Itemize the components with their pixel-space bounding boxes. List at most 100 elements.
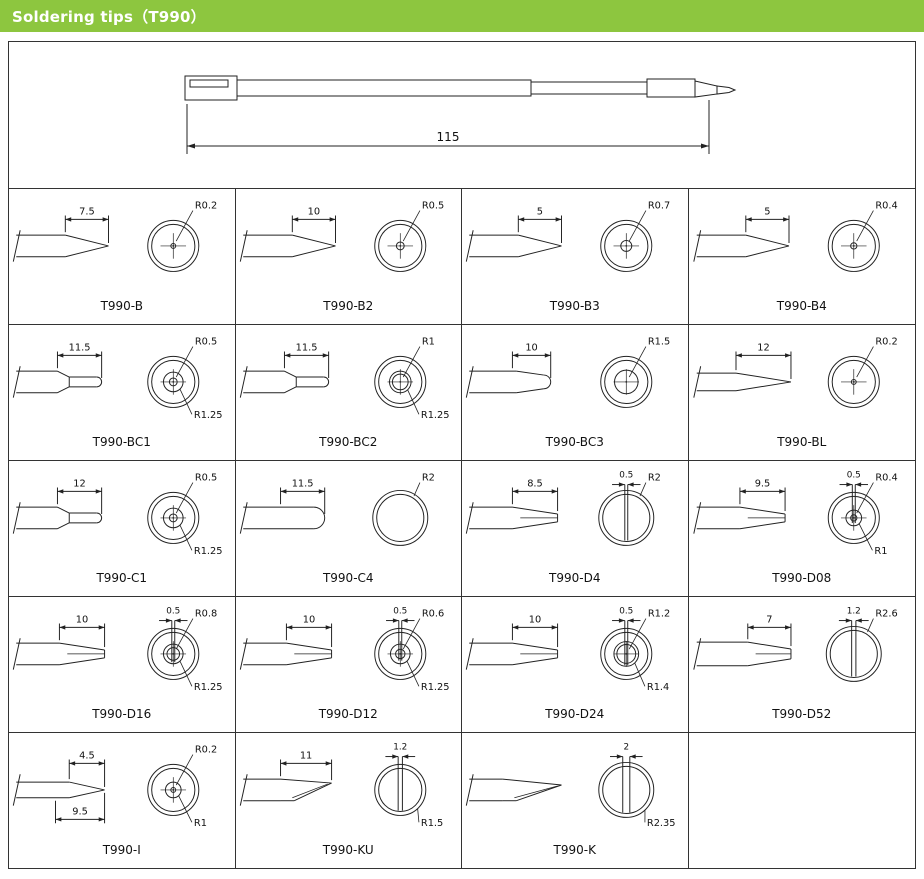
overview-section: 115 — [9, 42, 915, 188]
radius-label-tr: R0.4 — [875, 473, 897, 484]
tip-drawing: 11.5 R0.5R1.25 — [12, 337, 223, 421]
radius-label-tr: R0.8 — [195, 609, 217, 620]
radius-label-br: R1 — [194, 818, 207, 829]
tip-name: T990-BC1 — [92, 435, 151, 449]
width-dim-text: 0.5 — [166, 607, 180, 617]
side-dim-text: 11.5 — [291, 479, 313, 490]
radius-label-br: R1.5 — [420, 818, 442, 829]
page-title: Soldering tips（T990） — [12, 7, 206, 26]
tip-drawing: 12 R0.2 — [692, 337, 897, 408]
tip-drawing: 5 R0.4 — [692, 201, 897, 272]
empty-cell — [688, 732, 915, 868]
tip-name: T990-D08 — [772, 571, 832, 585]
side-dim2-text: 9.5 — [72, 806, 88, 817]
tip-drawing: 11.5 R2 — [239, 473, 434, 546]
tip-drawing: 10 0.5 R1.2R1.4 — [465, 607, 670, 693]
radius-label-tr: R1 — [421, 337, 434, 348]
radius-label-br: R2.35 — [647, 818, 676, 829]
iron-outline — [184, 75, 737, 101]
tip-name: T990-K — [553, 843, 596, 857]
side-dim-text: 10 — [76, 615, 88, 626]
tip-drawing: 2R2.35 — [465, 743, 676, 829]
page-header: Soldering tips（T990） — [0, 0, 924, 32]
radius-label-tr: R0.2 — [195, 745, 217, 756]
side-dim-text: 10 — [529, 615, 541, 626]
side-dim-text: 4.5 — [79, 751, 95, 762]
width-dim-text: 0.5 — [393, 607, 407, 617]
radius-label-tr: R2 — [648, 473, 661, 484]
radius-label-br: R1.25 — [194, 546, 223, 557]
tip-name: T990-BC2 — [319, 435, 378, 449]
tip-name: T990-D52 — [772, 707, 832, 721]
tip-drawing: 11 1.2R1.5 — [239, 743, 443, 829]
radius-label-tr: R0.2 — [875, 337, 897, 348]
width-dim-text: 0.5 — [619, 607, 633, 617]
radius-label-br: R1.25 — [420, 410, 449, 421]
side-dim-text: 9.5 — [754, 479, 770, 490]
tip-drawing: 12 R0.5R1.25 — [12, 473, 223, 557]
radius-label-br: R1.25 — [194, 682, 223, 693]
side-dim-text: 11.5 — [69, 343, 91, 354]
tip-name: T990-BL — [777, 435, 827, 449]
radius-label-tr: R0.2 — [195, 201, 217, 212]
width-dim-text: 2 — [623, 743, 629, 753]
overall-length-dimension — [186, 100, 710, 154]
tip-name: T990-D24 — [545, 707, 605, 721]
tip-drawing: 7.5R0.2 — [12, 201, 217, 272]
radius-label-br: R1.25 — [194, 410, 223, 421]
radius-label-tr: R2 — [421, 473, 434, 484]
side-dim-text: 5 — [764, 207, 770, 218]
radius-label-tr: R0.6 — [421, 609, 443, 620]
radius-label-tr: R1.2 — [648, 609, 670, 620]
width-dim-text: 0.5 — [846, 471, 860, 481]
side-dim-text: 7 — [766, 615, 772, 626]
radius-label-tr: R0.5 — [195, 337, 217, 348]
tip-name: T990-C1 — [96, 571, 148, 585]
radius-label-tr: R0.7 — [648, 201, 670, 212]
radius-label-br: R1.4 — [647, 682, 669, 693]
tip-name: T990-B3 — [549, 299, 600, 313]
width-dim-text: 1.2 — [393, 743, 407, 753]
tip-name: T990-C4 — [322, 571, 374, 585]
tip-name: T990-B4 — [776, 299, 827, 313]
side-dim-text: 12 — [73, 479, 85, 490]
tip-name: T990-D4 — [549, 571, 601, 585]
tip-drawing: 4.5 9.5 R0.2R1 — [12, 745, 217, 829]
soldering-iron-drawing: 115 — [184, 75, 737, 154]
tip-name: T990-KU — [322, 843, 374, 857]
tip-drawing: 10 0.5 R0.8R1.25 — [12, 607, 223, 693]
radius-label-br: R1 — [874, 546, 887, 557]
side-dim-text: 5 — [537, 207, 543, 218]
side-dim-text: 12 — [757, 343, 769, 354]
tip-name: T990-D16 — [92, 707, 152, 721]
radius-label-br: R1.25 — [420, 682, 449, 693]
radius-label-tr: R0.4 — [875, 201, 897, 212]
radius-label-tr: R0.5 — [195, 473, 217, 484]
tip-name: T990-BC3 — [545, 435, 604, 449]
side-dim-text: 8.5 — [527, 479, 543, 490]
side-dim-text: 11 — [299, 751, 311, 762]
side-dim-text: 10 — [307, 207, 319, 218]
tip-drawing: 9.5 0.5 R0.4R1 — [692, 471, 897, 557]
